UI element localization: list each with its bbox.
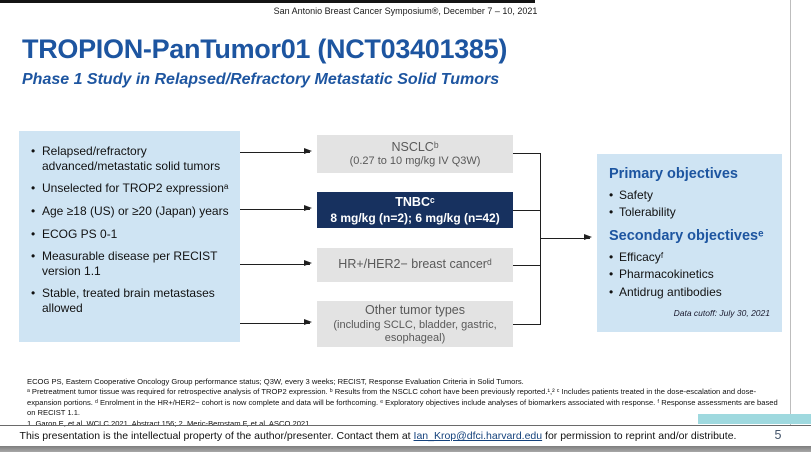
objective-bullet: Tolerability	[609, 204, 772, 222]
top-black-strip	[0, 0, 535, 3]
slide-title: TROPION-PanTumor01 (NCT03401385)	[22, 34, 508, 64]
secondary-objectives-heading: Secondary objectivesᵉ	[609, 227, 764, 244]
arrow-right-icon	[240, 148, 312, 155]
arrow-right-icon	[240, 319, 312, 326]
footer-notice: This presentation is the intellectual pr…	[0, 430, 756, 442]
eligibility-bullet: Relapsed/refractory advanced/metastatic …	[31, 144, 232, 173]
bottom-gray-bar	[0, 446, 811, 452]
cohort-box-nsclc: NSCLCᵇ (0.27 to 10 mg/kg IV Q3W)	[317, 135, 513, 173]
teal-highlight-bar	[698, 414, 811, 424]
footnotes-block: ECOG PS, Eastern Cooperative Oncology Gr…	[27, 377, 785, 429]
footnote-references: 1. Garon E, et al. WCLC 2021. Abstract 1…	[27, 418, 312, 428]
cohort-subtitle: (0.27 to 10 mg/kg IV Q3W)	[349, 155, 481, 168]
eligibility-bullet: ECOG PS 0-1	[31, 227, 232, 242]
footer-divider	[0, 425, 811, 426]
objective-bullet: Antidrug antibodies	[609, 284, 772, 302]
page-number: 5	[774, 428, 782, 442]
footer-text-before: This presentation is the intellectual pr…	[19, 430, 414, 442]
eligibility-bullet: Age ≥18 (US) or ≥20 (Japan) years	[31, 204, 232, 219]
footnote-notes: ᵃ Pretreatment tumor tissue was required…	[27, 387, 778, 418]
cohort-title: TNBCᶜ	[395, 194, 435, 209]
objectives-box: Primary objectives Safety Tolerability S…	[597, 154, 782, 332]
slide-subtitle: Phase 1 Study in Relapsed/Refractory Met…	[22, 71, 500, 88]
cohort-subtitle: 8 mg/kg (n=2); 6 mg/kg (n=42)	[330, 210, 500, 225]
cohort-title: HR+/HER2− breast cancerᵈ	[338, 257, 492, 272]
footnote-abbreviations: ECOG PS, Eastern Cooperative Oncology Gr…	[27, 377, 524, 386]
connector-line	[513, 153, 540, 154]
connector-bus-line	[540, 153, 541, 325]
cohort-box-other-tumors: Other tumor types (including SCLC, bladd…	[317, 301, 513, 347]
objective-bullet: Safety	[609, 187, 772, 205]
cohort-box-hr-her2: HR+/HER2− breast cancerᵈ	[317, 248, 513, 282]
cohort-subtitle: (including SCLC, bladder, gastric, esoph…	[333, 318, 497, 344]
connector-line	[513, 265, 540, 266]
connector-line	[513, 324, 540, 325]
cohort-title: NSCLCᵇ	[391, 139, 439, 154]
footer-text-after: for permission to reprint and/or distrib…	[542, 430, 737, 442]
arrow-right-icon	[240, 260, 312, 267]
contact-email-link[interactable]: Ian_Krop@dfci.harvard.edu	[413, 430, 543, 442]
cohort-box-tnbc: TNBCᶜ 8 mg/kg (n=2); 6 mg/kg (n=42)	[317, 192, 513, 228]
data-cutoff-note: Data cutoff: July 30, 2021	[673, 307, 770, 318]
connector-line	[513, 210, 540, 211]
eligibility-box: Relapsed/refractory advanced/metastatic …	[19, 131, 240, 342]
eligibility-bullet: Stable, treated brain metastases allowed	[31, 286, 232, 315]
eligibility-bullet: Unselected for TROP2 expressionᵃ	[31, 181, 232, 196]
conference-header: San Antonio Breast Cancer Symposium®, De…	[273, 6, 538, 16]
arrow-right-icon	[240, 205, 312, 212]
slide-right-border	[790, 0, 791, 425]
objective-bullet: Efficacyᶠ	[609, 249, 772, 267]
objective-bullet: Pharmacokinetics	[609, 266, 772, 284]
eligibility-bullet: Measurable disease per RECIST version 1.…	[31, 249, 232, 278]
cohort-title: Other tumor types	[364, 303, 466, 317]
arrow-right-icon	[540, 234, 592, 241]
primary-objectives-heading: Primary objectives	[609, 166, 738, 182]
